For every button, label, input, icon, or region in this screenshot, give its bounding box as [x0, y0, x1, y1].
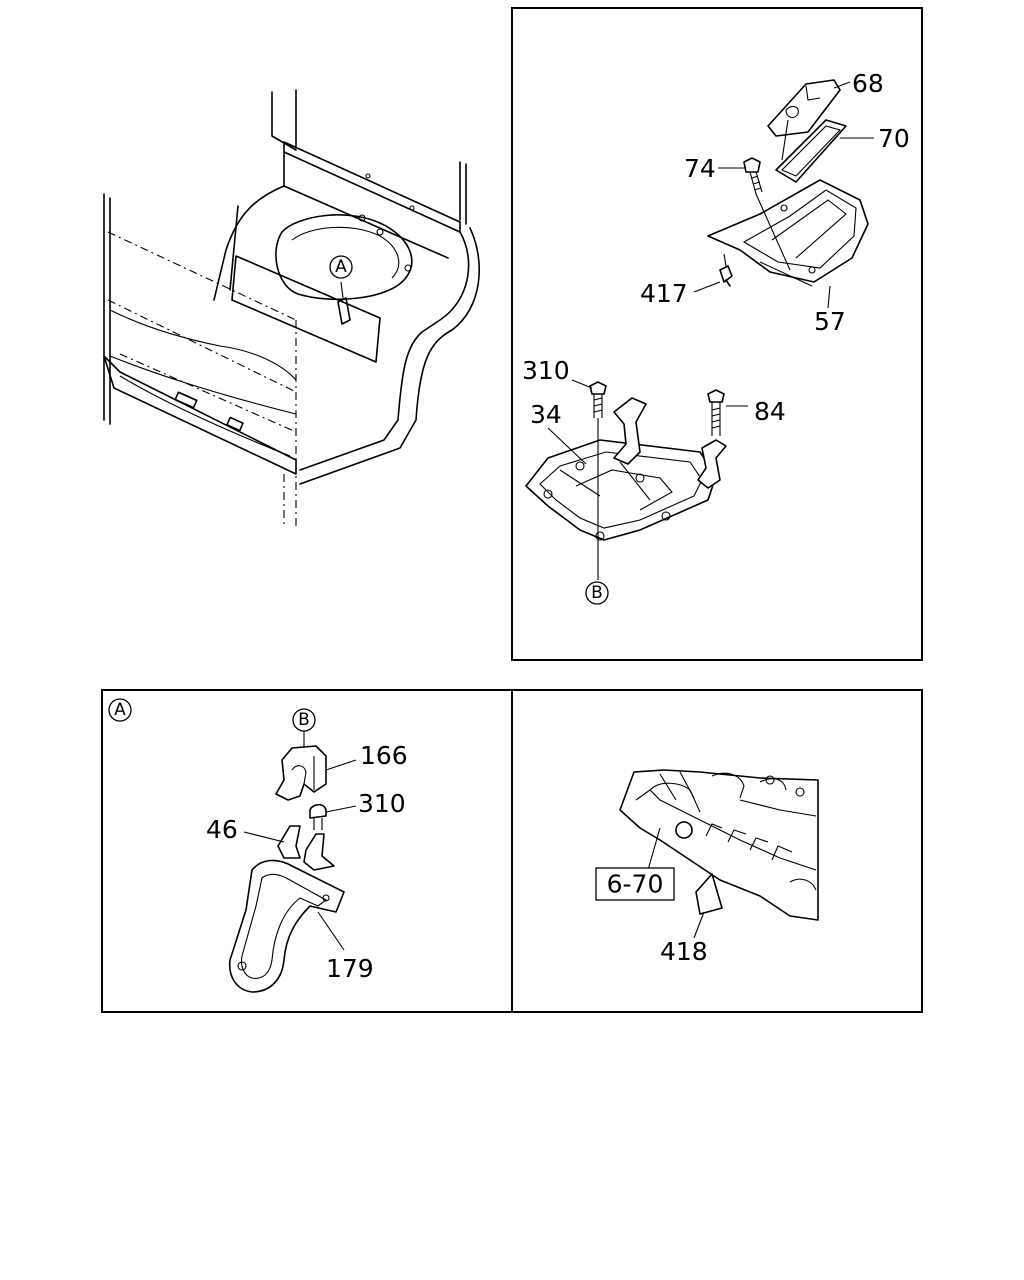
part-417-screw [719, 253, 733, 287]
part-70-gasket [775, 119, 847, 183]
detail-box-top-right [511, 7, 923, 661]
callout-70: 70 [878, 124, 910, 153]
part-74-bolt [743, 157, 763, 195]
ref-a-label: A [335, 257, 347, 277]
callout-310-detail: 310 [358, 789, 406, 818]
leaders-top-right [547, 81, 874, 465]
part-68-cover [767, 79, 841, 137]
callout-74: 74 [684, 154, 716, 183]
ref-marker-b-detail: B [292, 708, 316, 732]
callout-34: 34 [530, 400, 562, 429]
callout-418: 418 [660, 937, 708, 966]
main-vehicle-floor-view [103, 89, 481, 526]
ref-b-label: B [591, 583, 603, 603]
part-57-tray [707, 179, 869, 287]
callout-417: 417 [640, 279, 688, 308]
guide-lines-upper [755, 119, 791, 271]
part-84-bolt [707, 389, 725, 436]
callouts-detail-a: 166 310 46 179 [206, 741, 408, 983]
detail-a-ref-label: A [114, 700, 126, 720]
leaders-bottom-right [647, 827, 705, 939]
boxed-ref-6-70: 6-70 [595, 867, 675, 901]
callout-57: 57 [814, 307, 846, 336]
callouts-top-right: 68 70 74 417 57 310 84 34 [522, 69, 910, 429]
ref-marker-a-detail: A [108, 698, 132, 722]
callout-68: 68 [852, 69, 884, 98]
ref-marker-a-main: A [329, 255, 353, 279]
bottom-right-assembly [619, 769, 819, 921]
part-34-skid-plate [525, 397, 727, 541]
boxed-ref-label: 6-70 [607, 870, 664, 899]
callout-46: 46 [206, 815, 238, 844]
callout-84: 84 [754, 397, 786, 426]
part-179-support [228, 859, 345, 993]
part-166-bushing [275, 745, 327, 801]
part-310-bolt-top-right [589, 381, 607, 418]
part-418-clip [695, 873, 723, 915]
callout-310: 310 [522, 356, 570, 385]
detail-a-ref-b-label: B [298, 710, 310, 730]
callout-179: 179 [326, 954, 374, 983]
part-46-bracket [277, 825, 335, 871]
part-310-bolt-detail [309, 803, 327, 830]
callout-166: 166 [360, 741, 408, 770]
ref-marker-b-top-right: B [585, 581, 609, 605]
leaders-detail-a [243, 759, 357, 951]
